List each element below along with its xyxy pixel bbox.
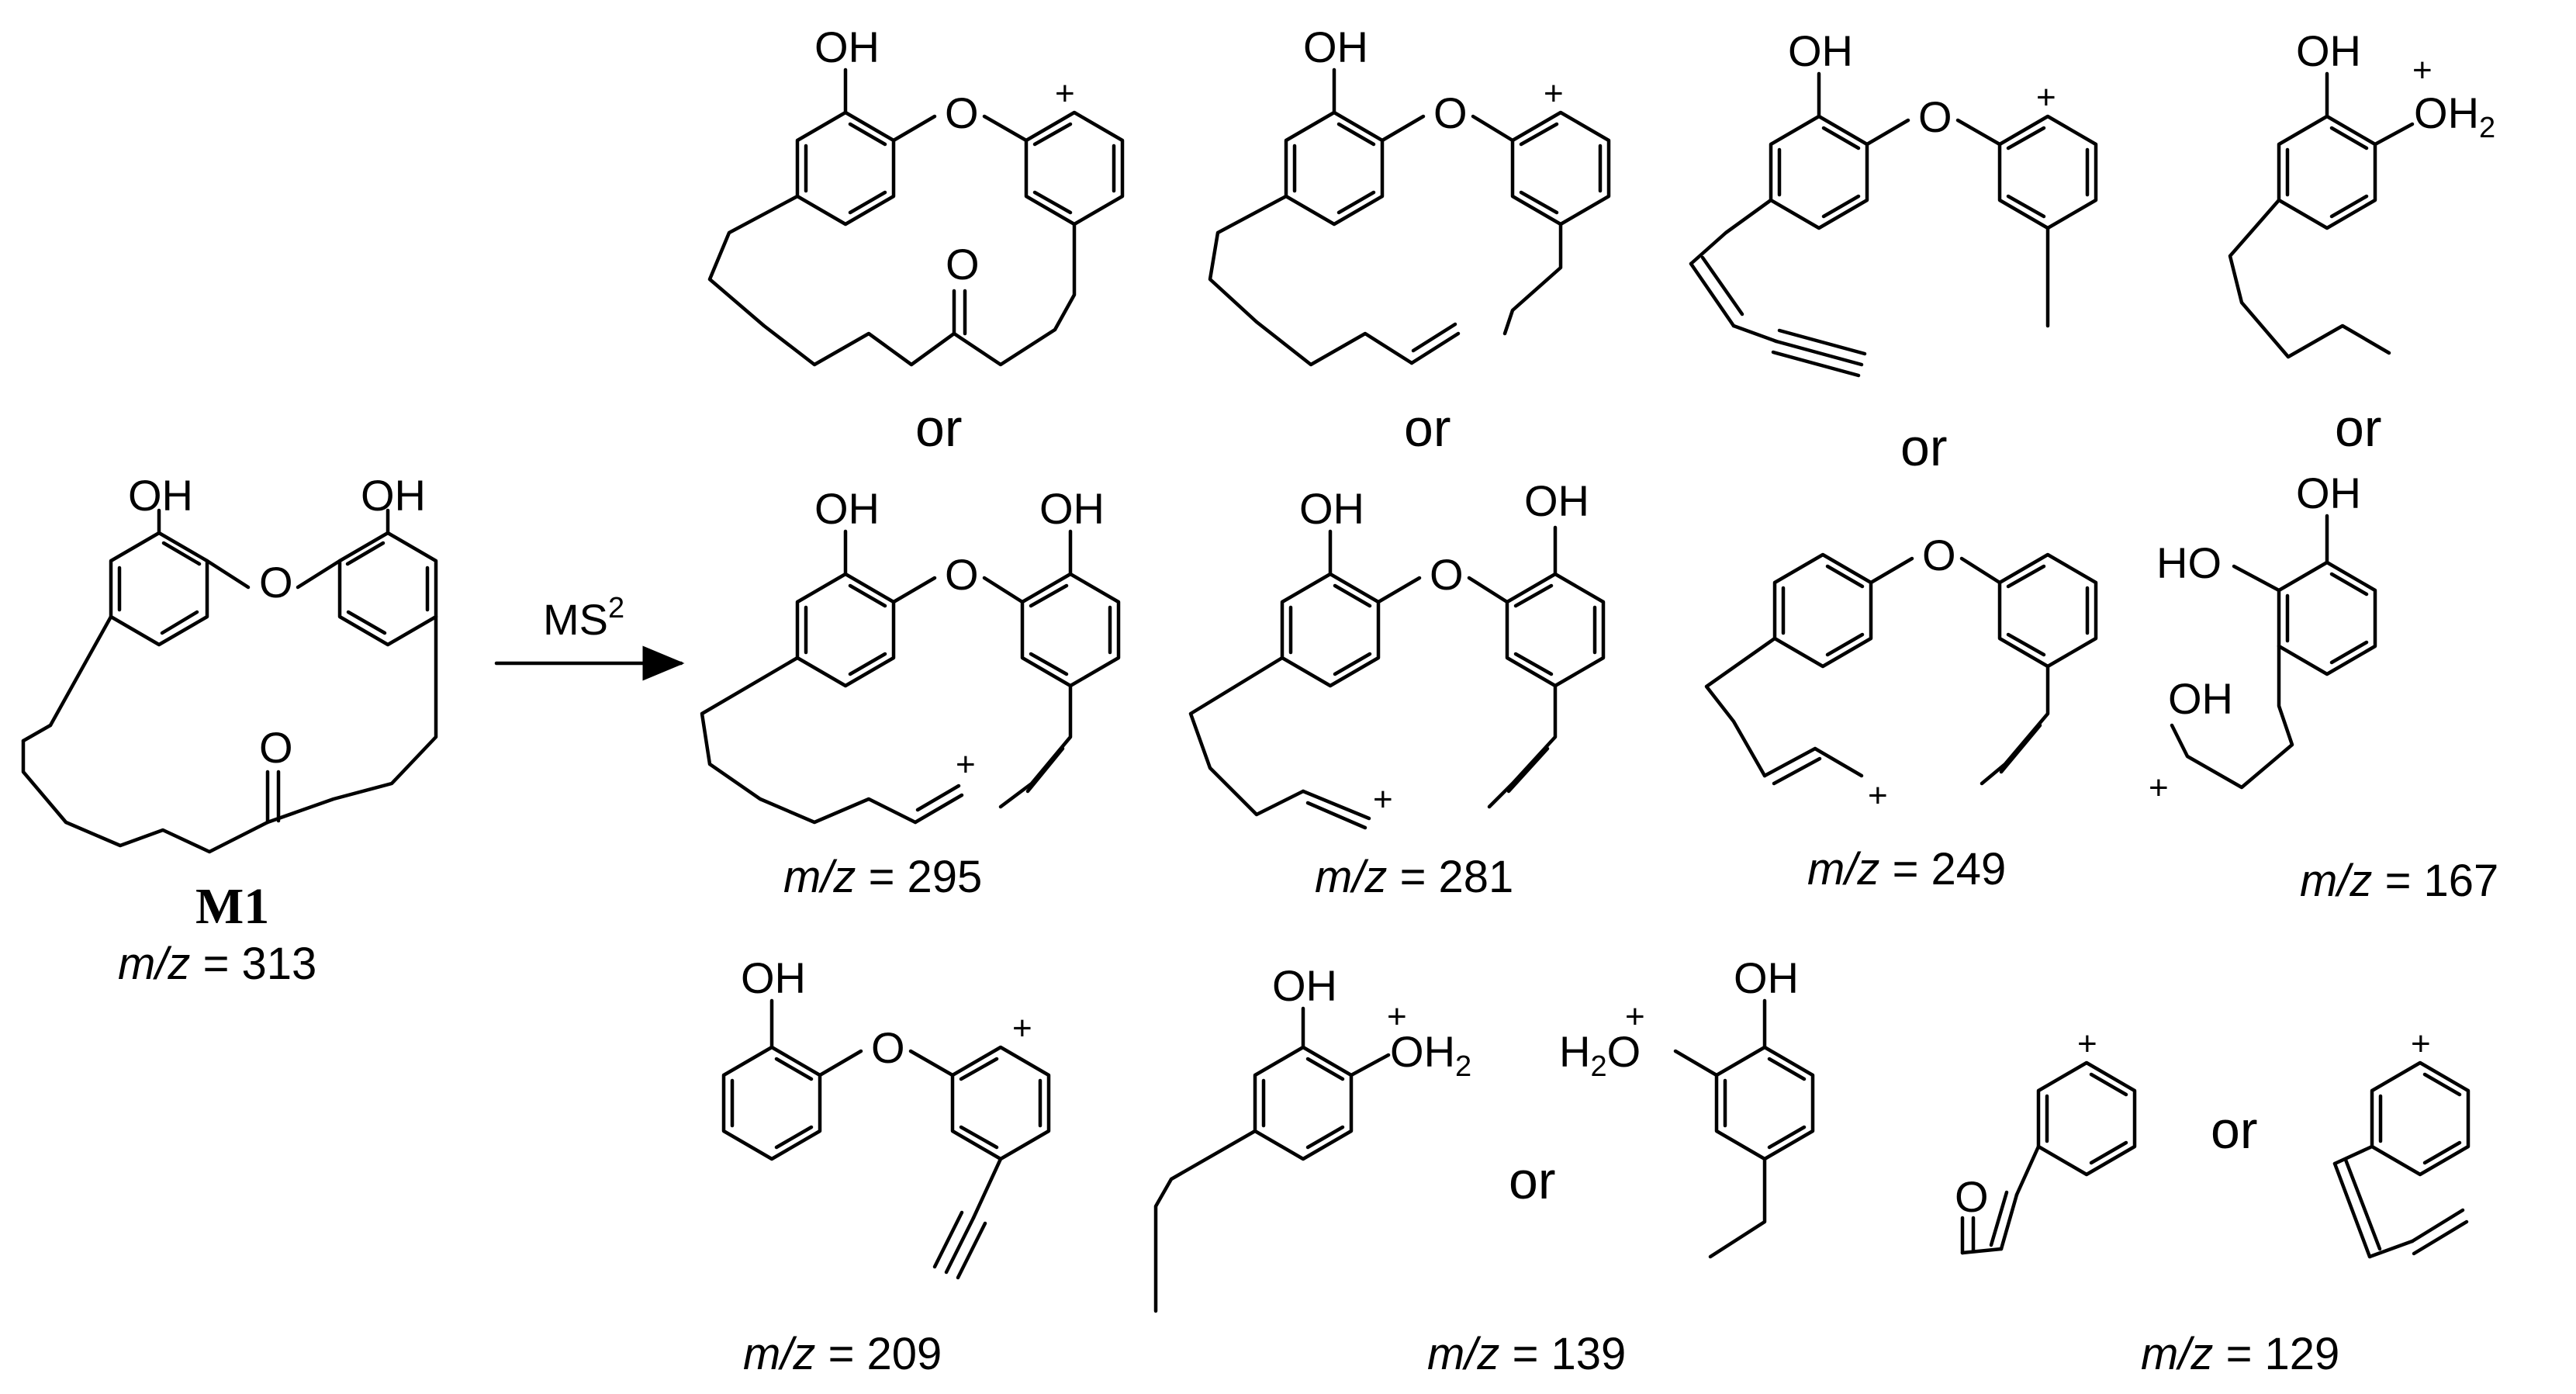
f167-ho: HO xyxy=(2156,538,2222,587)
f167-plus: + xyxy=(2149,769,2169,807)
fragment-139-option-a: OH OH2 + xyxy=(1153,961,1471,1313)
ms2-reaction-arrow: MS2 xyxy=(494,592,685,681)
fragment-249: O + m/z = 249 xyxy=(1704,531,2098,894)
f281-oh-left: OH xyxy=(1299,484,1364,533)
f281-o: O xyxy=(1430,550,1464,599)
f139b-plus: + xyxy=(1625,998,1645,1036)
f167a-oh2: OH2 xyxy=(2414,88,2495,144)
m1-chain xyxy=(21,508,438,854)
or-label: or xyxy=(2335,399,2381,458)
f249a-o: O xyxy=(1918,92,1952,141)
f295a-keto-o: O xyxy=(946,240,980,289)
f139a-oh: OH xyxy=(1272,961,1337,1010)
fragment-167: OH HO OH + m/z = 167 xyxy=(2149,469,2498,906)
f249-mz-label: m/z = 249 xyxy=(1807,844,2006,894)
f295a-oh: OH xyxy=(814,22,880,71)
f209-plus: + xyxy=(1012,1009,1032,1047)
m1-left-ring xyxy=(109,531,209,647)
m1-oh-left: OH xyxy=(128,471,193,520)
f249-plus: + xyxy=(1868,777,1888,815)
fragment-139-option-b: OH H2O + m/z = 139 xyxy=(1427,953,1815,1379)
m1-right-ring xyxy=(337,531,438,647)
or-label: or xyxy=(2211,1101,2257,1160)
f295-plus: + xyxy=(956,745,976,783)
f167-oh-top: OH xyxy=(2296,469,2361,517)
f295-oh-right: OH xyxy=(1039,484,1105,533)
or-label: or xyxy=(1900,418,1947,477)
m1-mz-label: m/z = 313 xyxy=(118,939,316,989)
fragment-167-alternative: OH OH2 + xyxy=(2228,26,2495,359)
f249a-oh: OH xyxy=(1788,26,1853,75)
fragment-281-alternative: OH O + xyxy=(1208,22,1611,367)
f281a-oh: OH xyxy=(1303,22,1368,71)
f139b-oh: OH xyxy=(1734,953,1799,1002)
or-label: or xyxy=(1509,1151,1555,1210)
f167a-plus: + xyxy=(2412,51,2433,89)
f281-mz-label: m/z = 281 xyxy=(1315,852,1513,902)
or-label: or xyxy=(1404,399,1451,458)
m1-ring-oxygen: O xyxy=(259,558,293,607)
f281-plus: + xyxy=(1373,780,1393,818)
fragment-295: OH OH O + m/z = 295 xyxy=(700,484,1121,902)
m1-compound-label: M1 xyxy=(195,878,269,935)
f281-oh-right: OH xyxy=(1524,476,1589,525)
f129a-o: O xyxy=(1955,1172,1989,1221)
ms2-label: MS2 xyxy=(543,592,624,644)
f139a-oh2: OH2 xyxy=(1390,1027,1471,1083)
f167a-oh: OH xyxy=(2296,26,2361,75)
f167-oh-chain: OH xyxy=(2168,674,2233,723)
f295a-o: O xyxy=(945,88,979,137)
fragment-295-alternative: OH O O + xyxy=(707,22,1125,367)
parent-structure-m1: OH OH O O M1 m/z = 313 xyxy=(21,471,438,989)
f295a-plus: + xyxy=(1055,74,1075,112)
f129a-plus: + xyxy=(2077,1025,2097,1063)
f295-o: O xyxy=(945,550,979,599)
f281a-plus: + xyxy=(1544,74,1564,112)
f129b-plus: + xyxy=(2411,1025,2431,1063)
fragment-281: OH OH O + m/z = 281 xyxy=(1188,476,1606,902)
or-label: or xyxy=(915,399,962,458)
f139-mz-label: m/z = 139 xyxy=(1427,1329,1626,1379)
f249-o: O xyxy=(1922,531,1956,579)
fragment-249-alternative: OH O + xyxy=(1689,26,2098,378)
f139b-h2o: H2O xyxy=(1559,1027,1641,1083)
f129-mz-label: m/z = 129 xyxy=(2141,1329,2339,1379)
m1-oh-right: OH xyxy=(361,471,426,520)
f281a-o: O xyxy=(1433,88,1468,137)
f167-mz-label: m/z = 167 xyxy=(2300,856,2498,906)
f295-oh-left: OH xyxy=(814,484,880,533)
fragment-129-option-b: + m/z = 129 xyxy=(2141,1025,2471,1379)
f295-mz-label: m/z = 295 xyxy=(783,852,982,902)
f209-o: O xyxy=(871,1023,905,1072)
fragment-129-option-a: O + xyxy=(1955,1025,2137,1255)
m1-keto-oxygen: O xyxy=(259,723,293,772)
f209-mz-label: m/z = 209 xyxy=(743,1329,942,1379)
f139a-plus: + xyxy=(1387,998,1407,1036)
f209-oh: OH xyxy=(741,953,806,1002)
fragment-209: OH O + m/z = 209 xyxy=(721,953,1051,1379)
f249a-plus: + xyxy=(2036,78,2056,116)
